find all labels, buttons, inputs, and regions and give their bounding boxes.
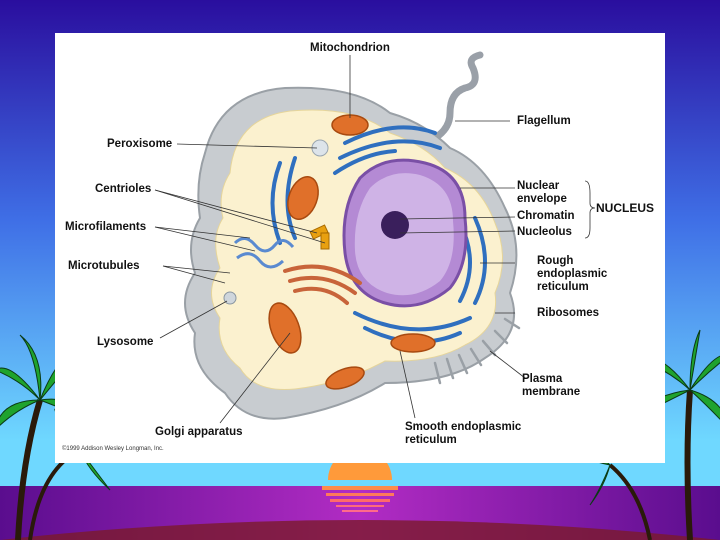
copyright-notice: ©1999 Addison Wesley Longman, Inc. [62, 446, 164, 452]
label-centrioles: Centrioles [95, 183, 151, 196]
label-peroxisome: Peroxisome [107, 138, 172, 151]
label-smooth-er: Smooth endoplasmic reticulum [405, 421, 521, 447]
diagram-panel: Mitochondrion Flagellum Peroxisome Centr… [55, 33, 665, 463]
label-lysosome: Lysosome [97, 336, 153, 349]
label-nucleus: NUCLEUS [596, 202, 654, 215]
label-flagellum: Flagellum [517, 115, 571, 128]
lysosome [224, 292, 236, 304]
nucleolus [381, 211, 409, 239]
label-ribosomes: Ribosomes [537, 307, 599, 320]
label-rough-er: Rough endoplasmic reticulum [537, 255, 607, 294]
label-microfilaments: Microfilaments [65, 221, 146, 234]
flagellum [425, 55, 480, 143]
label-nucleolus: Nucleolus [517, 226, 572, 239]
label-mitochondrion: Mitochondrion [310, 42, 390, 55]
label-plasma-membrane: Plasma membrane [522, 373, 580, 399]
label-microtubules: Microtubules [68, 260, 140, 273]
label-chromatin: Chromatin [517, 210, 575, 223]
label-nuclear-envelope: Nuclear envelope [517, 180, 567, 206]
label-golgi-apparatus: Golgi apparatus [155, 426, 243, 439]
